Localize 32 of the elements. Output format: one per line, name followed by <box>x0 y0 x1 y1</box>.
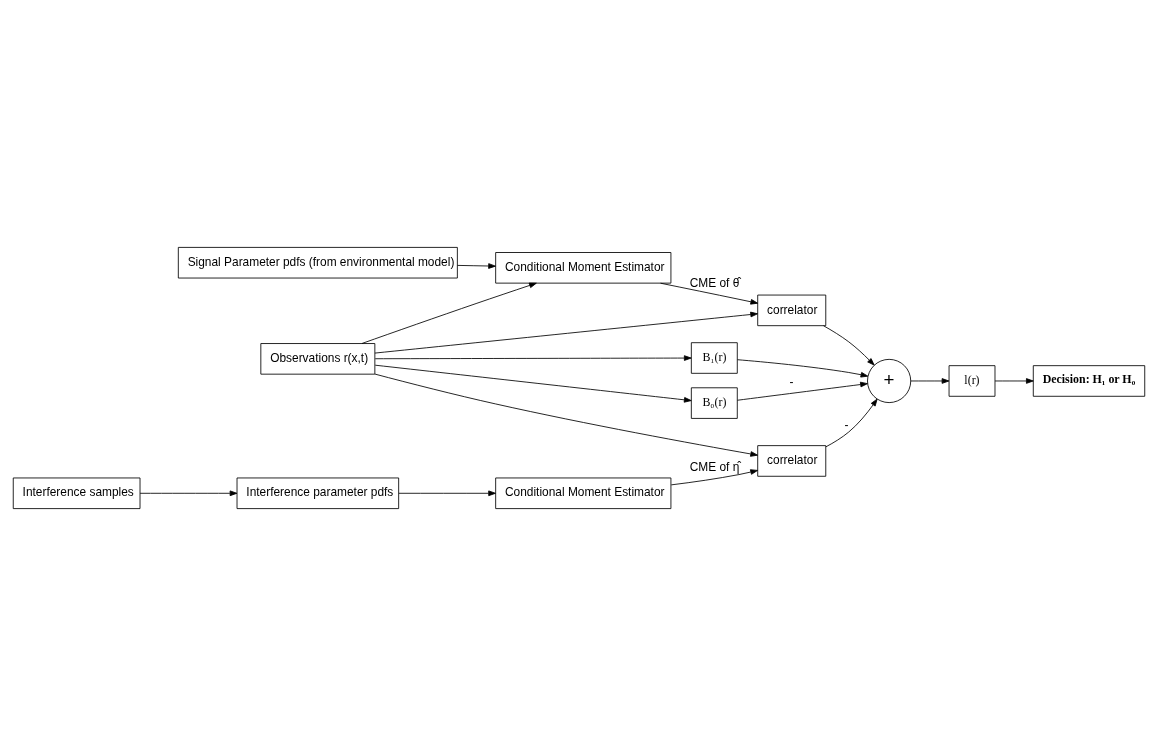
arrow <box>994 377 1034 384</box>
node-box: Interference parameter pdfs <box>236 477 400 509</box>
edge-label: - <box>844 417 849 432</box>
node-box: B₀(r) <box>690 386 738 419</box>
node-box: Signal Parameter pdfs (from environmental model) <box>177 246 458 278</box>
edge-label: CME of θ̂ <box>689 275 740 290</box>
arrow <box>457 262 496 269</box>
arrow <box>670 468 758 485</box>
arrow <box>737 358 869 377</box>
arrow <box>910 377 950 384</box>
node-box: correlator <box>757 444 827 477</box>
arrow <box>660 282 759 305</box>
arrow <box>374 364 692 403</box>
node-box: correlator <box>757 294 827 326</box>
arrow <box>374 373 758 457</box>
arrow <box>374 311 758 353</box>
node-box: Decision: H₁ or H₀ <box>1032 364 1146 397</box>
node-box: Conditional Moment Estimator <box>495 251 672 284</box>
edge-label: CME of η̂ <box>689 459 740 474</box>
arrow <box>374 354 692 361</box>
arrow <box>361 282 537 344</box>
arrow <box>823 324 875 366</box>
arrow <box>139 489 238 496</box>
arrow <box>737 381 868 401</box>
node-box: Observations r(x,t) <box>260 342 376 375</box>
node-box: l(r) <box>948 364 996 397</box>
node-box: B₁(r) <box>690 341 738 374</box>
edge-label: - <box>789 374 794 389</box>
node-box: Conditional Moment Estimator <box>495 477 672 509</box>
node-box: Interference samples <box>12 477 141 509</box>
arrow <box>398 489 496 496</box>
arrow <box>825 398 878 447</box>
